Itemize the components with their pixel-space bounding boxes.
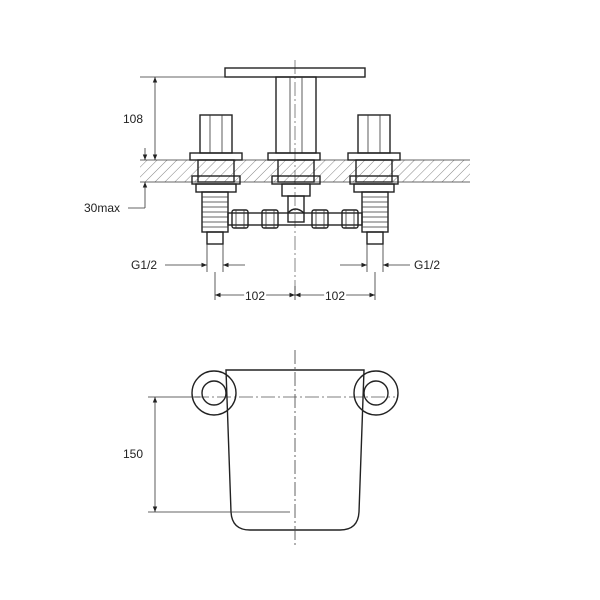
dimension-150: 150: [123, 396, 290, 513]
spacing-label-right: 102: [325, 289, 345, 303]
left-handle-ring: [191, 370, 237, 416]
connector-pipe: [227, 208, 363, 229]
dim-label-30max: 30max: [84, 201, 120, 215]
dimension-30max: 30max: [84, 148, 148, 215]
thread-left-dim: G1/2: [131, 244, 245, 272]
plan-view: 150: [123, 350, 399, 545]
deck-section: [140, 159, 470, 183]
elevation-view: 108 30max G1/2 G1/2: [84, 60, 470, 305]
thread-right-dim: G1/2: [340, 244, 440, 272]
right-valve: [347, 114, 401, 245]
dim-label-108: 108: [123, 112, 143, 126]
left-valve: [189, 114, 243, 245]
dimension-108: 108: [123, 76, 225, 160]
spout-plan-outline: [225, 369, 365, 531]
spacing-label-left: 102: [245, 289, 265, 303]
spacing-dim: 102 102: [214, 272, 376, 305]
spout: [224, 67, 366, 223]
thread-label-left: G1/2: [131, 258, 157, 272]
thread-label-right: G1/2: [414, 258, 440, 272]
dim-label-150: 150: [123, 447, 143, 461]
right-handle-ring: [353, 370, 399, 416]
